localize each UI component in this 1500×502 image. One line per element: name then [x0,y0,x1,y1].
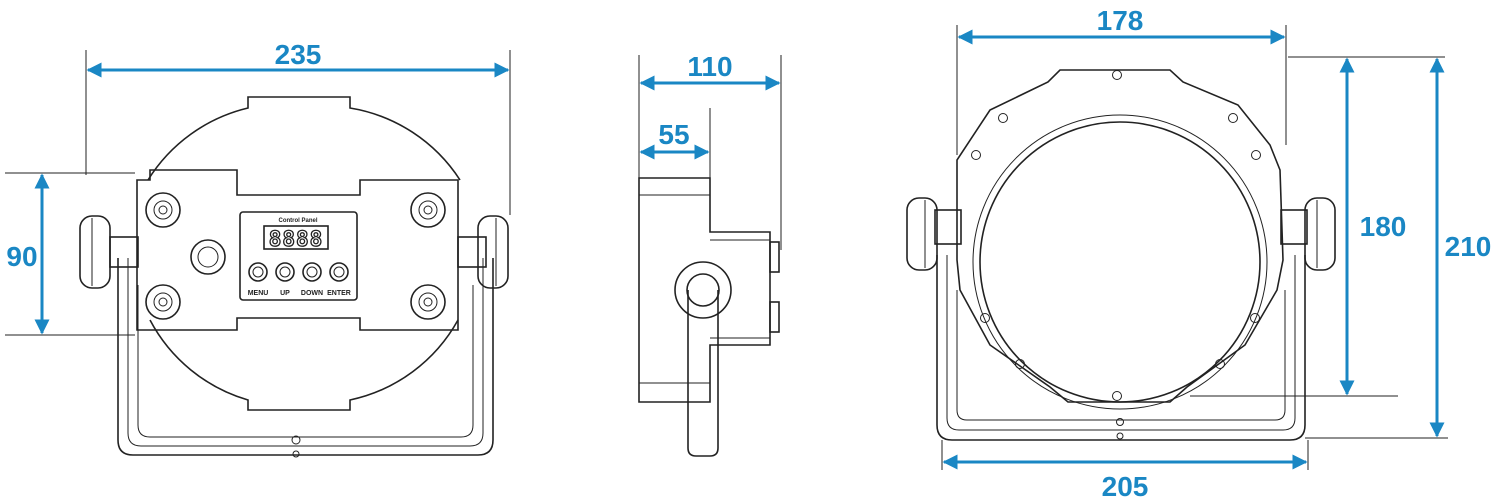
down-button [302,262,322,282]
rear-screw-br [410,284,446,320]
control-panel: Control Panel 8888 MENU UP DOWN ENTER [239,211,358,301]
dim-label-110: 110 [687,51,732,82]
front-right-knob [1280,197,1336,271]
dim-label-235: 235 [275,39,322,70]
dim-label-210: 210 [1445,231,1492,262]
enter-button [329,262,349,282]
rear-screw-bl [145,284,181,320]
rear-view: Control Panel 8888 MENU UP DOWN ENTER 23… [5,39,511,458]
dim-label-205: 205 [1102,471,1149,502]
rear-screw-tl [145,192,181,228]
control-panel-title: Control Panel [278,218,317,224]
side-arm [687,290,719,457]
front-view: 178 205 180 210 [906,5,1492,502]
side-view: 110 55 [638,51,782,457]
menu-button [248,262,268,282]
rear-housing [147,96,461,181]
front-left-knob [906,197,962,271]
button-label-enter: ENTER [327,290,351,297]
led-display [263,225,329,250]
front-yoke [936,255,1306,441]
front-lens [979,121,1261,403]
side-knob [674,261,732,319]
dim-label-178: 178 [1097,5,1144,36]
rear-plate [136,169,459,331]
rear-yoke-inner [127,258,484,447]
front-bezel [956,69,1284,403]
up-button [275,262,295,282]
rear-left-knob [79,215,139,289]
button-label-menu: MENU [248,290,269,297]
dim-label-55: 55 [658,119,689,150]
button-label-down: DOWN [301,290,323,297]
side-housing [638,177,771,403]
dim-label-90: 90 [6,241,37,272]
button-label-up: UP [280,290,290,297]
rear-screw-tr [410,192,446,228]
rear-yoke [117,258,494,456]
led-display-digits: 8888 [269,227,324,251]
rear-power-socket [190,239,226,275]
dim-label-180: 180 [1360,211,1407,242]
